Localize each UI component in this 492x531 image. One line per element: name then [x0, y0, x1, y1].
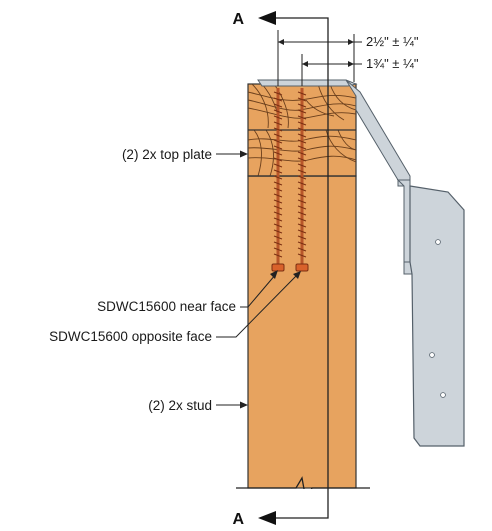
callout-stud-label: (2) 2x stud [148, 398, 212, 413]
nail-hole [440, 392, 446, 398]
section-arrow-top: A [232, 11, 276, 28]
screw-head [295, 263, 309, 272]
screw-opposite-face [295, 88, 309, 272]
break-line [236, 476, 370, 503]
dimension-outer-label: 2½" ± ¼" [366, 34, 419, 49]
callout-top-plate-label: (2) 2x top plate [122, 147, 212, 162]
section-label-top: A [232, 11, 244, 28]
callout-top-plate: (2) 2x top plate [122, 147, 248, 162]
nail-hole [429, 352, 435, 358]
screw-near-face [271, 88, 285, 272]
dimension-inner [301, 54, 362, 86]
steel-connector [257, 79, 465, 447]
dimension-outer [277, 30, 362, 86]
screw-head [271, 263, 285, 272]
callout-screw-near-label: SDWC15600 near face [97, 299, 236, 314]
nail-hole [435, 239, 441, 245]
callout-screw-near: SDWC15600 near face [97, 270, 278, 314]
section-cut-line [270, 17, 329, 519]
callout-screw-opposite: SDWC15600 opposite face [49, 271, 301, 344]
callout-stud: (2) 2x stud [148, 398, 248, 413]
dimension-inner-label: 1¾" ± ¼" [366, 56, 419, 71]
callout-screw-opposite-label: SDWC15600 opposite face [49, 329, 212, 344]
section-arrow-bottom: A [232, 511, 276, 528]
section-label-bottom: A [232, 511, 244, 528]
